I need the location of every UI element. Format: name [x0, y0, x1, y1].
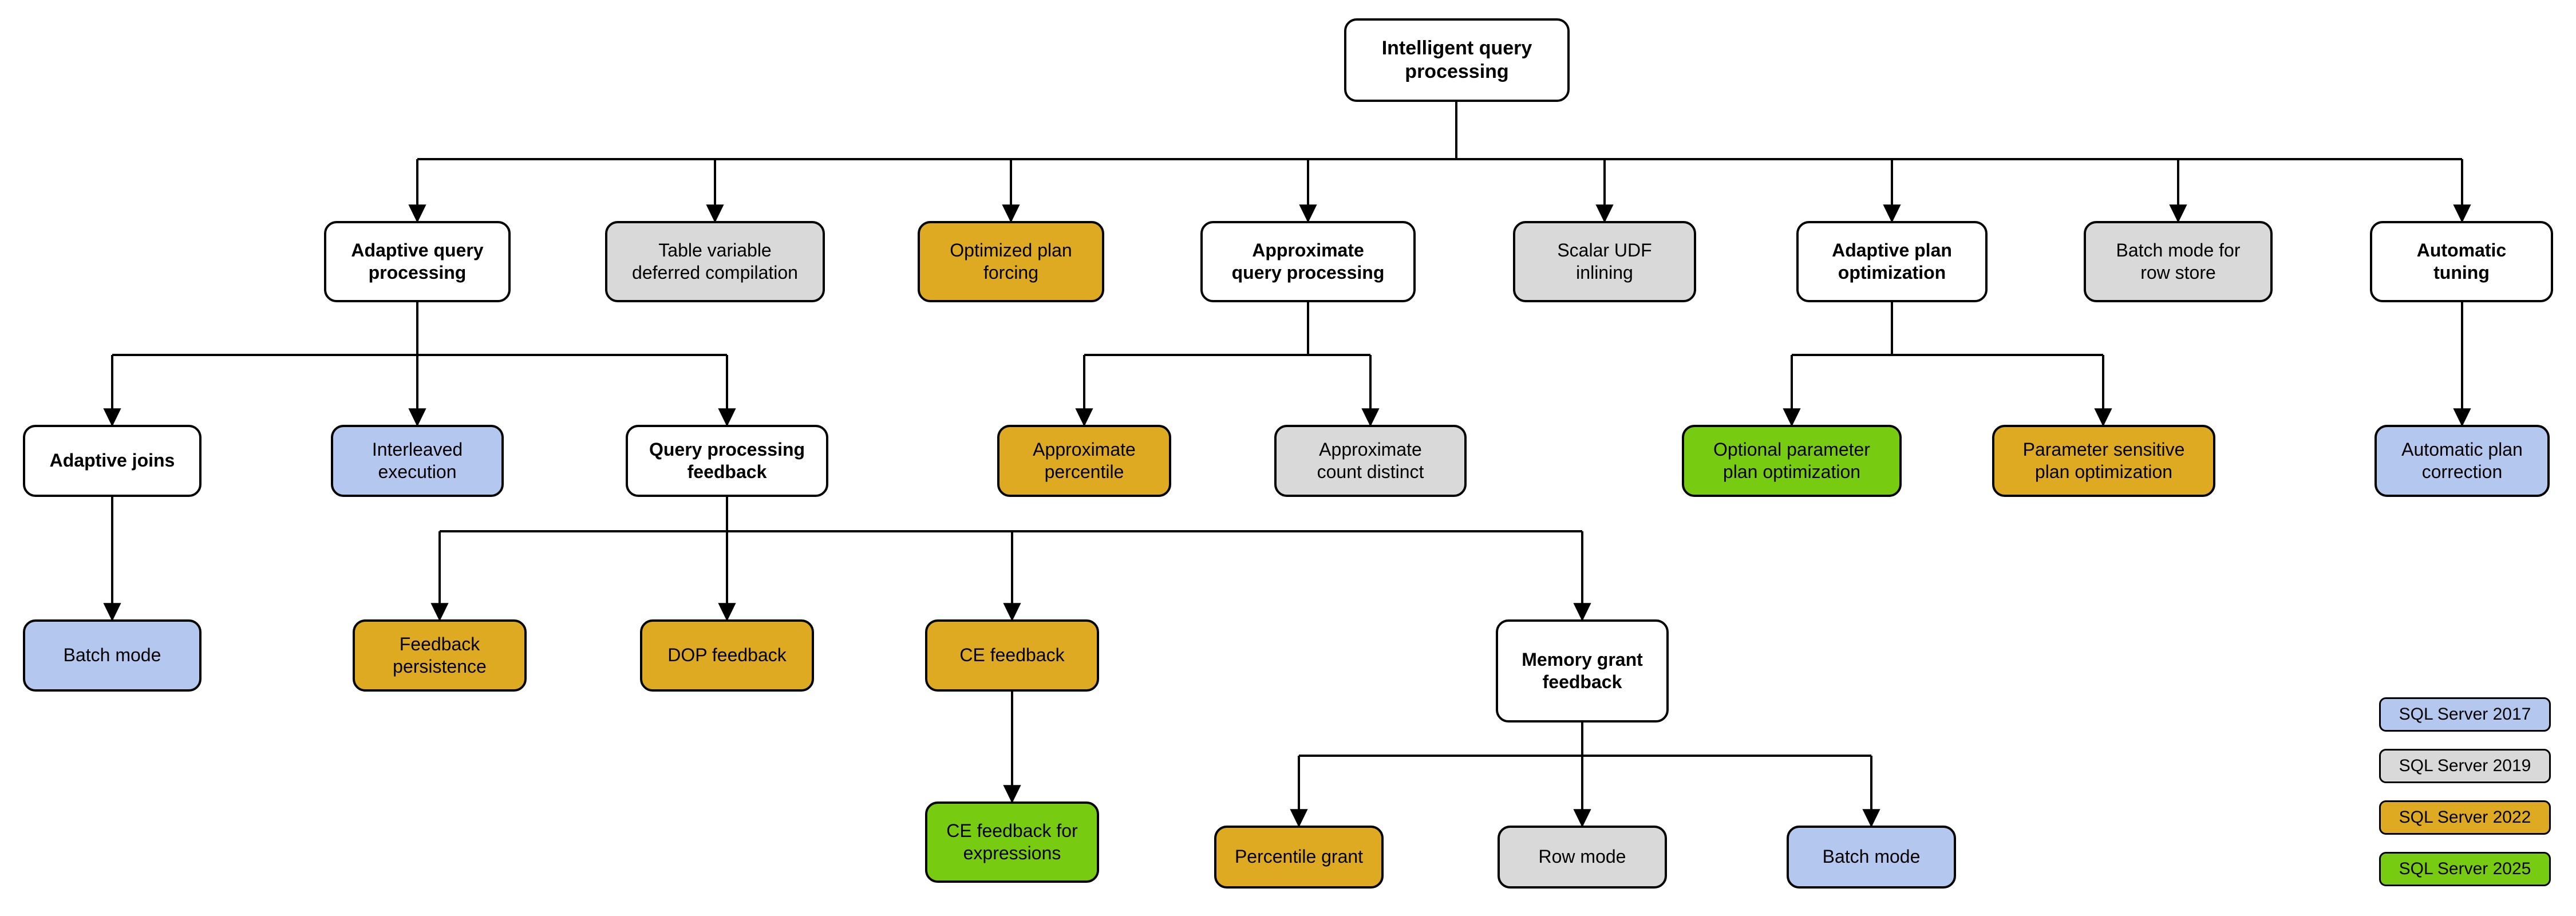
node-adaptive-joins[interactable]: Adaptive joins	[23, 425, 202, 497]
node-label: Scalar UDF inlining	[1557, 239, 1652, 283]
node-label: CE feedback	[959, 645, 1065, 666]
node-label: Adaptive query processing	[351, 239, 484, 283]
node-label: Approximate query processing	[1231, 239, 1385, 283]
legend-item-sql-server-2022[interactable]: SQL Server 2022	[2379, 800, 2551, 835]
node-query-processing-feedback[interactable]: Query processing feedback	[626, 425, 828, 497]
node-approximate-count-distinct[interactable]: Approximate count distinct	[1274, 425, 1467, 497]
node-label: Parameter sensitive plan optimization	[2022, 439, 2185, 482]
node-label: Adaptive joins	[49, 450, 175, 471]
node-table-variable-deferred-compilation[interactable]: Table variable deferred compilation	[605, 221, 825, 302]
node-label: Approximate count distinct	[1317, 439, 1424, 482]
legend-label: SQL Server 2019	[2399, 756, 2531, 775]
node-label: Approximate percentile	[1033, 439, 1136, 482]
node-label: Optional parameter plan optimization	[1713, 439, 1870, 482]
node-feedback-persistence[interactable]: Feedback persistence	[353, 619, 527, 692]
node-label: Percentile grant	[1234, 846, 1364, 867]
legend-item-sql-server-2019[interactable]: SQL Server 2019	[2379, 749, 2551, 783]
node-memory-grant-feedback[interactable]: Memory grant feedback	[1496, 619, 1669, 722]
node-approximate-percentile[interactable]: Approximate percentile	[997, 425, 1171, 497]
node-approximate-query-processing[interactable]: Approximate query processing	[1200, 221, 1416, 302]
node-label: DOP feedback	[667, 645, 787, 666]
node-label: Memory grant feedback	[1522, 649, 1643, 692]
node-optional-parameter-plan-optimization[interactable]: Optional parameter plan optimization	[1682, 425, 1902, 497]
node-label: Feedback persistence	[393, 633, 487, 677]
node-automatic-tuning[interactable]: Automatic tuning	[2370, 221, 2553, 302]
node-label: Batch mode	[1822, 846, 1921, 867]
node-label: Table variable deferred compilation	[632, 239, 798, 283]
node-row-mode[interactable]: Row mode	[1498, 826, 1667, 889]
node-label: Batch mode	[63, 645, 161, 666]
node-batch-mode-memory-grant[interactable]: Batch mode	[1787, 826, 1956, 889]
legend-item-sql-server-2017[interactable]: SQL Server 2017	[2379, 697, 2551, 732]
node-label: Interleaved execution	[372, 439, 463, 482]
node-ce-feedback-for-expressions[interactable]: CE feedback for expressions	[925, 802, 1099, 883]
node-optimized-plan-forcing[interactable]: Optimized plan forcing	[918, 221, 1104, 302]
node-label: Adaptive plan optimization	[1832, 239, 1952, 283]
node-label: Optimized plan forcing	[950, 239, 1072, 283]
node-automatic-plan-correction[interactable]: Automatic plan correction	[2374, 425, 2550, 497]
node-dop-feedback[interactable]: DOP feedback	[640, 619, 814, 692]
node-parameter-sensitive-plan-optimization[interactable]: Parameter sensitive plan optimization	[1992, 425, 2215, 497]
node-batch-mode-for-row-store[interactable]: Batch mode for row store	[2084, 221, 2273, 302]
node-label: Row mode	[1538, 846, 1626, 867]
node-intelligent-query-processing[interactable]: Intelligent query processing	[1344, 18, 1570, 102]
legend-label: SQL Server 2017	[2399, 705, 2531, 724]
node-label: Automatic plan correction	[2401, 439, 2523, 482]
node-adaptive-plan-optimization[interactable]: Adaptive plan optimization	[1796, 221, 1988, 302]
legend-label: SQL Server 2025	[2399, 859, 2531, 878]
node-label: Query processing feedback	[649, 439, 805, 482]
node-percentile-grant[interactable]: Percentile grant	[1214, 826, 1384, 889]
legend-item-sql-server-2025[interactable]: SQL Server 2025	[2379, 852, 2551, 886]
node-scalar-udf-inlining[interactable]: Scalar UDF inlining	[1513, 221, 1696, 302]
legend-label: SQL Server 2022	[2399, 808, 2531, 827]
node-interleaved-execution[interactable]: Interleaved execution	[331, 425, 504, 497]
node-label: Automatic tuning	[2416, 239, 2507, 283]
node-label: Batch mode for row store	[2116, 239, 2241, 283]
node-label: Intelligent query processing	[1381, 37, 1532, 82]
node-batch-mode-adaptive-joins[interactable]: Batch mode	[23, 619, 202, 692]
node-ce-feedback[interactable]: CE feedback	[925, 619, 1099, 692]
node-label: CE feedback for expressions	[946, 820, 1078, 863]
node-adaptive-query-processing[interactable]: Adaptive query processing	[324, 221, 511, 302]
